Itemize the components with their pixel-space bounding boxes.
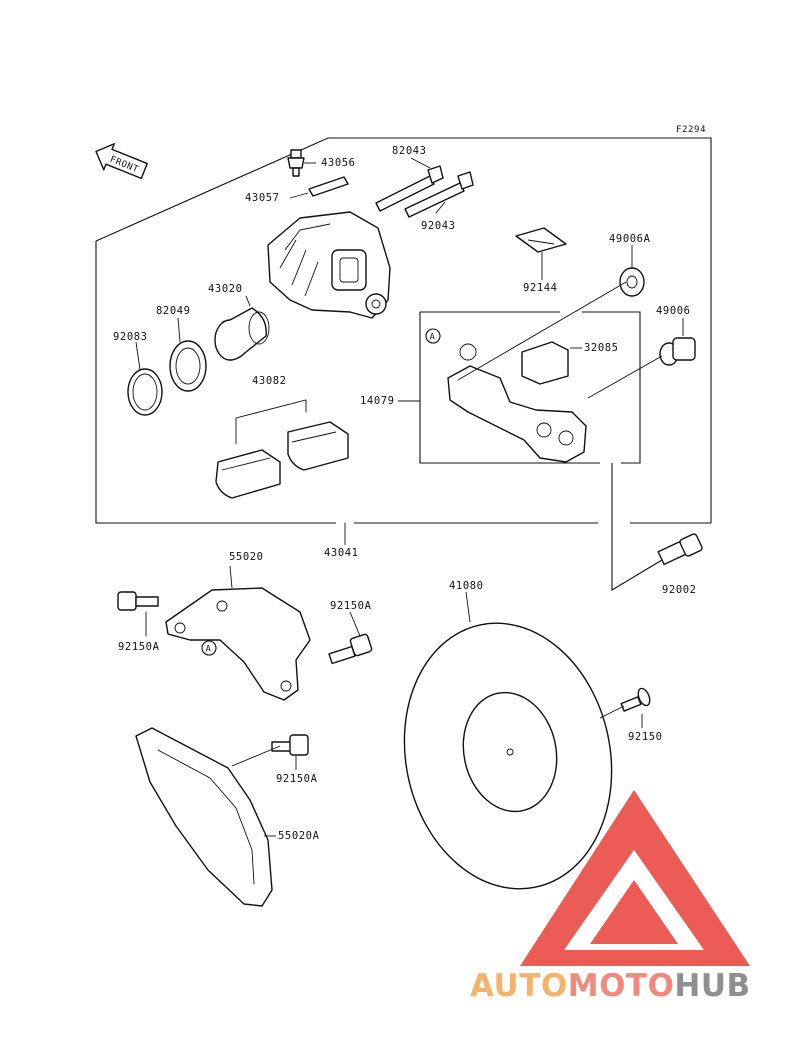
- label-82043: 82043: [392, 145, 427, 157]
- pad-pin: [289, 176, 349, 199]
- slide-pin-lower: [404, 171, 474, 218]
- label-92150: 92150: [628, 731, 663, 743]
- brake-disc: [403, 591, 613, 890]
- assembly-frame: [95, 137, 712, 524]
- boot: [659, 318, 696, 366]
- label-43057: 43057: [245, 192, 280, 204]
- bolt-92150A-left: [117, 591, 159, 636]
- svg-text:A: A: [206, 645, 212, 655]
- label-49006: 49006: [656, 305, 691, 317]
- label-55020: 55020: [229, 551, 264, 563]
- leader-92002: [611, 463, 663, 591]
- label-82049: 82049: [156, 305, 191, 317]
- bolt-92150A-bottom: [271, 734, 309, 770]
- watermark-part3: HUB: [674, 968, 750, 1004]
- ref-marker-a-upper: A: [425, 328, 441, 344]
- label-43020: 43020: [208, 283, 243, 295]
- bleeder-valve: [287, 149, 316, 177]
- caliper-body: [267, 211, 391, 319]
- piston: [214, 295, 270, 361]
- boot-a: [619, 245, 645, 297]
- label-92043: 92043: [421, 220, 456, 232]
- guard-plate: [135, 727, 281, 907]
- label-14079: 14079: [360, 395, 395, 407]
- diagram-code: F2294: [676, 125, 706, 135]
- slide-pin-upper: [375, 157, 444, 212]
- watermark-logo: AUTOMOTOHUB: [470, 790, 751, 1004]
- front-arrow-icon: FRONT: [95, 143, 148, 180]
- bolt-92002: [657, 533, 703, 566]
- label-92083: 92083: [113, 331, 148, 343]
- piston-seal: [127, 341, 163, 416]
- bolt-92150: [599, 687, 651, 728]
- label-55020A: 55020A: [278, 830, 320, 842]
- label-43056: 43056: [321, 157, 356, 169]
- label-92150A-left: 92150A: [118, 641, 160, 653]
- mount-bracket: [165, 565, 311, 701]
- dust-seal: [169, 317, 207, 392]
- svg-text:A: A: [430, 333, 436, 343]
- caliper-bracket: [447, 281, 663, 463]
- brake-pads: [215, 399, 349, 499]
- svg-text:AUTOMOTOHUB: AUTOMOTOHUB: [470, 968, 751, 1004]
- label-92150A-right: 92150A: [330, 600, 372, 612]
- watermark-part1: AUTO: [470, 968, 568, 1004]
- ref-marker-a-lower: A: [201, 640, 217, 656]
- bolt-92150A-right: [328, 611, 373, 665]
- label-43082: 43082: [252, 375, 287, 387]
- bracket-frame: [398, 311, 641, 464]
- label-41080: 41080: [449, 580, 484, 592]
- label-32085: 32085: [584, 342, 619, 354]
- label-92150A-bottom: 92150A: [276, 773, 318, 785]
- pad-holder: [521, 341, 582, 385]
- watermark-part2: MOTO: [568, 968, 675, 1004]
- label-43041: 43041: [324, 547, 359, 559]
- label-92002: 92002: [662, 584, 697, 596]
- pad-spring: [515, 227, 567, 280]
- label-49006A: 49006A: [609, 233, 651, 245]
- label-92144: 92144: [523, 282, 558, 294]
